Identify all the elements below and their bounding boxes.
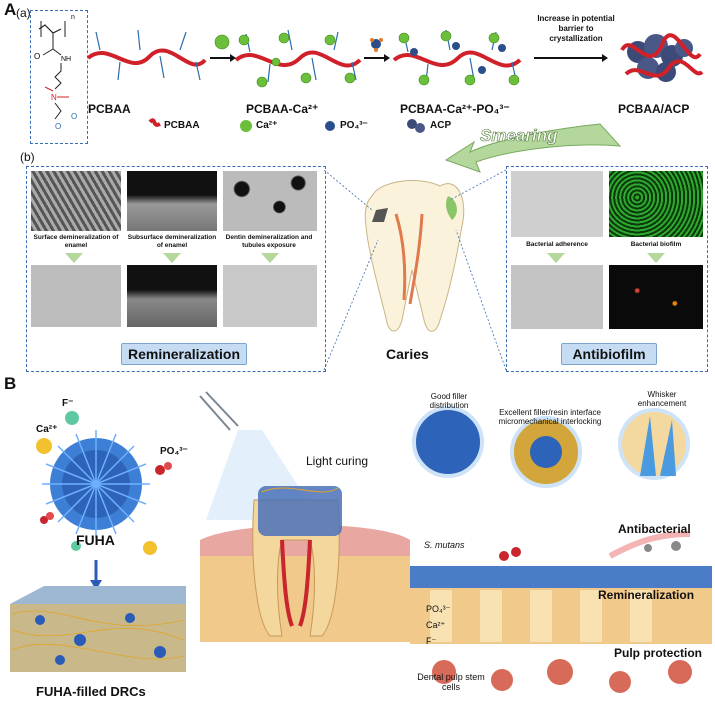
svg-text:NH: NH	[61, 56, 71, 63]
fuha-particle	[42, 430, 150, 538]
legend-acp-icon	[407, 119, 425, 133]
panel-a-letter: A	[4, 0, 17, 19]
bacterial-adherence-image	[511, 171, 603, 237]
drc-block	[10, 586, 186, 672]
repeat-n-label: n	[71, 14, 75, 21]
antibacterial-label: Antibacterial	[618, 522, 691, 536]
pcbaa-chain	[86, 29, 207, 81]
pcbaa-monomer-structure: O NH N O O	[34, 21, 77, 131]
layer-phosphate-label: PO₄³⁻	[426, 604, 451, 614]
smearing-label: Smearing	[480, 126, 558, 146]
layer-fluoride-label: F⁻	[426, 636, 437, 646]
layered-cross-section	[410, 566, 712, 693]
fuha-label: FUHA	[76, 532, 115, 548]
tooth-cross-section	[200, 486, 410, 642]
reduced-biofilm-image	[609, 265, 703, 329]
filler-distribution-label: Good filler distribution	[429, 392, 469, 410]
stage-label-pcbaa-ca-po4: PCBAA-Ca²⁺-PO₄³⁻	[400, 102, 510, 116]
svg-text:O: O	[71, 112, 77, 121]
down-arrow-icon	[647, 253, 665, 263]
caption-adherence: Bacterial adherence	[526, 241, 588, 248]
light-curing-label: Light curing	[306, 454, 369, 468]
legend-phosphate-label: PO₄³⁻	[340, 120, 368, 131]
panel-b-letter: B	[4, 374, 17, 393]
legend-calcium-label: Ca²⁺	[256, 120, 278, 131]
s-mutans-label: S. mutans	[424, 540, 465, 550]
legend-pcbaa-label: PCBAA	[164, 120, 200, 131]
caption-enamel-subsurface: Subsurface demineralization of enamel	[127, 234, 217, 249]
caption-biofilm: Bacterial biofilm	[630, 241, 682, 248]
legend-phosphate-icon	[325, 121, 335, 131]
remineralized-subsurface-image	[127, 265, 217, 327]
down-arrow-icon	[261, 253, 279, 263]
stage-label-pcbaa-acp: PCBAA/ACP	[618, 102, 690, 116]
subpanel-b-label: (b)	[20, 150, 35, 164]
stem-cells-label: Dental pulp stem cells	[417, 672, 485, 692]
enamel-surface-image	[31, 171, 121, 231]
down-arrow-icon	[163, 253, 181, 263]
svg-text:O: O	[34, 52, 40, 61]
remineralization-layer-label: Remineralization	[598, 588, 695, 602]
svg-text:O: O	[55, 122, 61, 131]
subsurface-image	[127, 171, 217, 231]
down-arrow-icon	[547, 253, 565, 263]
interface-label: Excellent filler/resin interface microme…	[498, 408, 602, 426]
legend-pcbaa-icon	[148, 118, 161, 127]
remineralized-dentin-image	[223, 265, 317, 327]
legend-calcium-icon	[240, 120, 252, 132]
drc-label: FUHA-filled DRCs	[36, 684, 146, 699]
layer-calcium-label: Ca²⁺	[426, 620, 446, 630]
phosphate-ion-label: PO₄³⁻	[160, 446, 188, 457]
svg-text:N: N	[51, 93, 57, 102]
caption-enamel-surface: Surface demineralization of enamel	[33, 234, 119, 249]
panel-a-polymer-diagram	[86, 29, 704, 133]
antibiofilm-box: Bacterial adherence Bacterial biofilm An…	[506, 166, 708, 372]
acp-cluster	[620, 33, 704, 82]
whisker-label: Whisker enhancement	[637, 390, 687, 408]
remineralization-box: Surface demineralization of enamel Subsu…	[26, 166, 326, 372]
filler-distribution-circle	[412, 406, 484, 478]
stage-label-pcbaa-ca: PCBAA-Ca²⁺	[246, 102, 319, 116]
subpanel-a-label: (a)	[16, 6, 31, 20]
caption-dentin: Dentin demineralization and tubules expo…	[225, 234, 313, 249]
dentin-tubules-image	[223, 171, 317, 231]
stage-label-pcbaa: PCBAA	[88, 102, 131, 116]
fluoride-ion-label: F⁻	[62, 398, 74, 409]
down-arrow-icon	[65, 253, 83, 263]
chemical-structure-box: O NH N O O n	[30, 10, 88, 144]
reduced-adherence-image	[511, 265, 603, 329]
antibiofilm-badge: Antibiofilm	[561, 343, 657, 365]
caries-label: Caries	[386, 346, 429, 362]
remineralized-surface-image	[31, 265, 121, 327]
pulp-protection-label: Pulp protection	[614, 646, 702, 660]
crystallization-note: Increase in potential barrier to crystal…	[537, 14, 615, 43]
legend-acp-label: ACP	[430, 120, 452, 131]
remineralization-badge: Remineralization	[121, 343, 247, 365]
bacterial-biofilm-image	[609, 171, 703, 237]
calcium-ion-label: Ca²⁺	[36, 424, 58, 435]
